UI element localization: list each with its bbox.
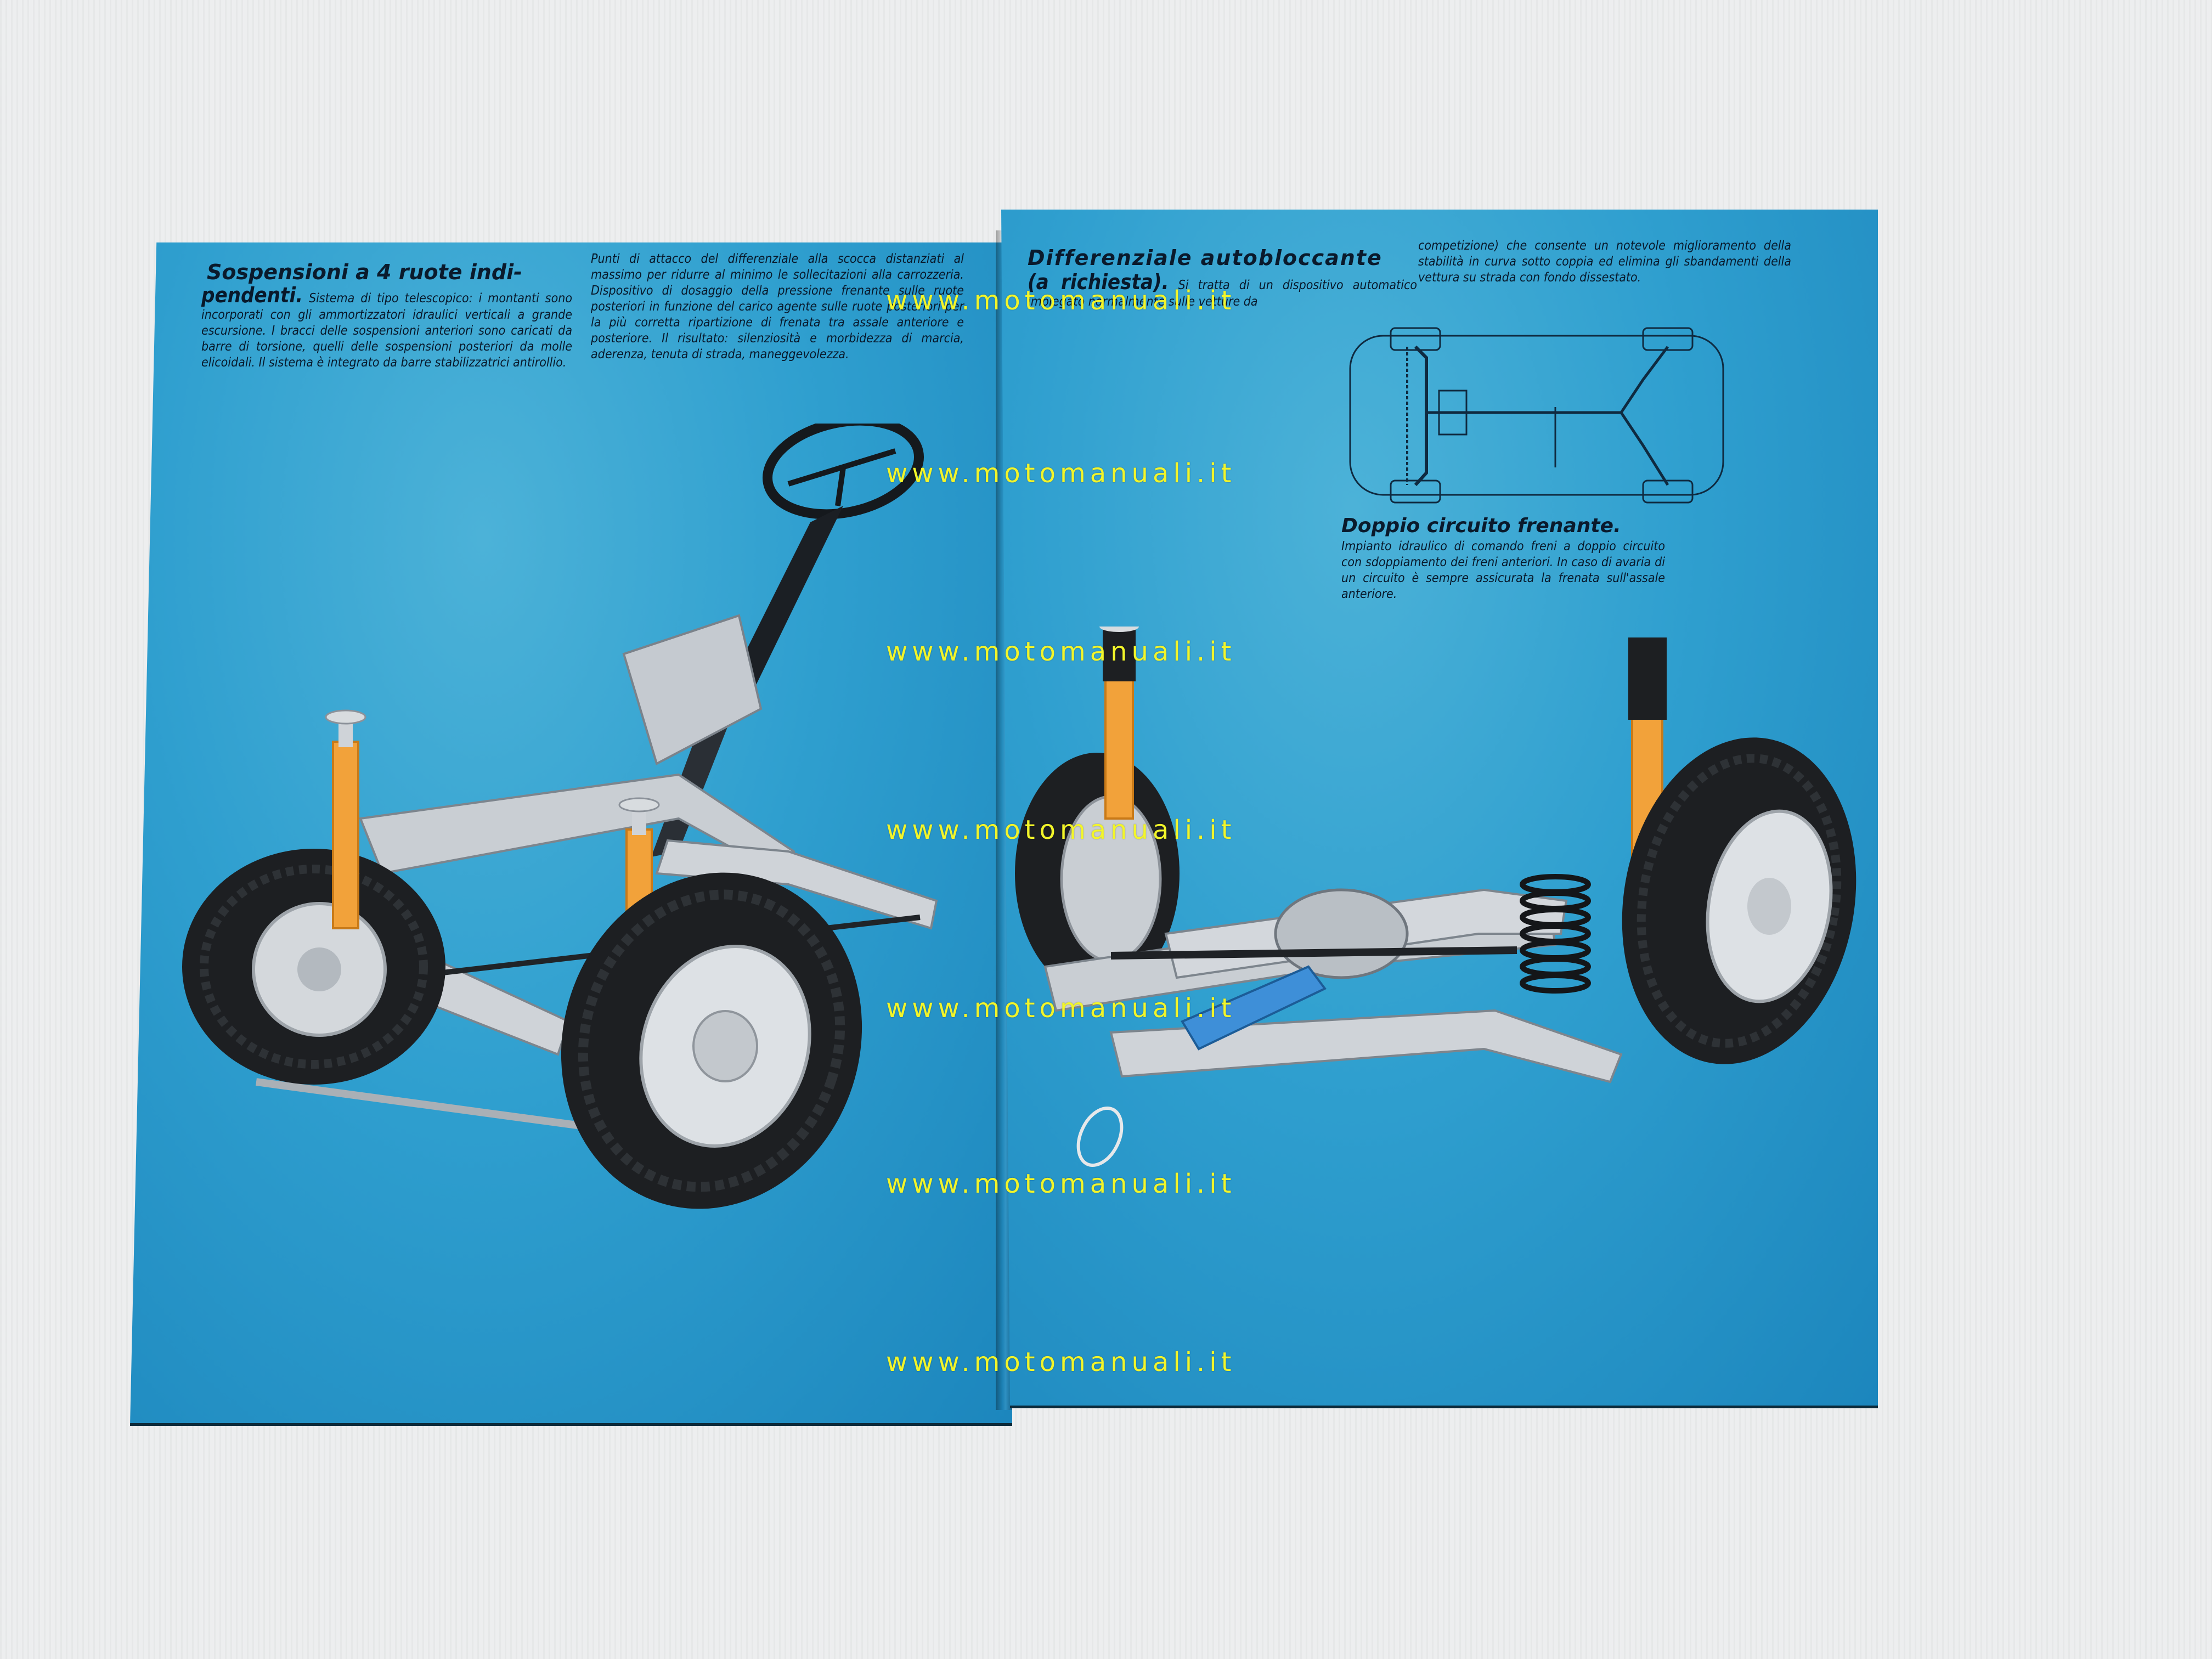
right-page-title-line1: Differenziale autobloccante <box>1028 246 1383 270</box>
left-page-col1-body: Sistema di tipo telescopico: i montanti … <box>201 291 572 370</box>
right-page-title-line2: (a richiesta). <box>1028 270 1169 294</box>
watermark-text: www.motomanuali.it <box>886 458 1236 489</box>
watermark-text: www.motomanuali.it <box>886 815 1236 845</box>
right-page: Differenziale autobloccante (a richiesta… <box>1001 210 1878 1408</box>
left-page-title-line1: Sospensioni a 4 ruote indi- <box>207 260 522 284</box>
right-page-col1-text: (a richiesta). Si tratta di un dispositi… <box>1028 270 1417 310</box>
left-page-col2-text: Punti di attacco del differenziale alla … <box>591 252 964 362</box>
watermark-text: www.motomanuali.it <box>886 285 1236 316</box>
front-suspension-illustration <box>182 424 938 1209</box>
brake-title: Doppio circuito frenante. <box>1341 515 1621 537</box>
watermark-text: www.motomanuali.it <box>886 636 1236 667</box>
right-page-col2-text: competizione) che consente un notevole m… <box>1418 239 1791 285</box>
left-page-title-line2: pendenti. <box>201 283 303 307</box>
watermark-text: www.motomanuali.it <box>886 1169 1236 1199</box>
brake-circuit-diagram <box>1349 327 1724 504</box>
watermark-text: www.motomanuali.it <box>886 1347 1236 1378</box>
left-page: Sospensioni a 4 ruote indi- pendenti. Si… <box>130 242 1012 1426</box>
watermark-text: www.motomanuali.it <box>886 993 1236 1024</box>
brake-text: Impianto idraulico di comando freni a do… <box>1341 539 1665 601</box>
right-page-col1-body: Si tratta di un dispositivo automatico i… <box>1028 278 1417 309</box>
rear-suspension-illustration <box>1015 627 1857 1167</box>
left-page-title: Sospensioni a 4 ruote indi- <box>207 260 569 284</box>
left-page-col1-text: pendenti. Sistema di tipo telescopico: i… <box>201 283 572 371</box>
